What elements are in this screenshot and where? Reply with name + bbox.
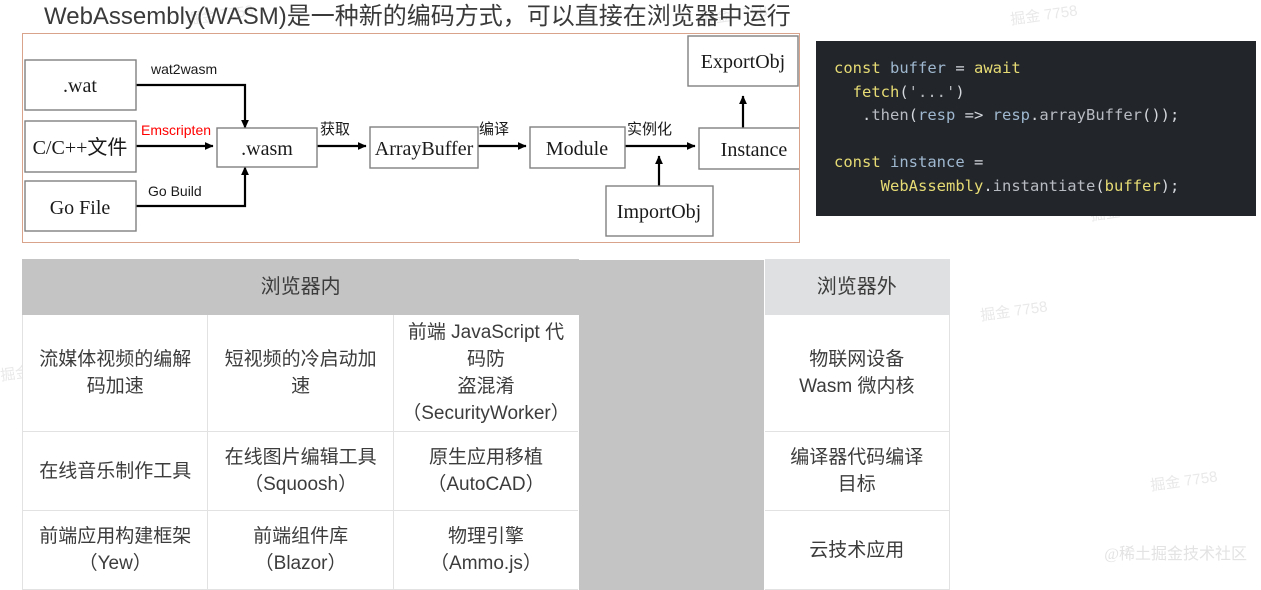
code-block-panel: const buffer = await fetch('...') .then(…	[816, 41, 1256, 216]
code-token: .	[1030, 106, 1040, 124]
table-cell: 云技术应用	[763, 510, 951, 590]
table-row: 在线音乐制作工具 在线图片编辑工具（Squoosh） 原生应用移植（AutoCA…	[21, 431, 951, 511]
edge-label-instantiate: 实例化	[627, 121, 672, 138]
node-label-exportobj: ExportObj	[701, 51, 785, 73]
node-box-importobj	[605, 185, 714, 237]
edge-label-wat2wasm: wat2wasm	[150, 61, 217, 77]
page-title: WebAssembly(WASM)是一种新的编码方式，可以直接在浏览器中运行	[44, 3, 791, 30]
edge-gobuild	[136, 166, 249, 208]
table-cell: 在线图片编辑工具（Squoosh）	[207, 431, 394, 511]
node-box-exportobj	[687, 35, 799, 87]
code-token: =	[955, 59, 974, 77]
table-row: 流媒体视频的编解码加速 短视频的冷启动加速 前端 JavaScript 代码防盗…	[21, 314, 951, 432]
edge-wat2wasm	[136, 83, 249, 129]
node-label-wasm: .wasm	[241, 138, 293, 160]
site-watermark: @稀土掘金技术社区	[1104, 546, 1247, 563]
code-token: instance	[890, 153, 974, 171]
code-token: (	[899, 82, 909, 101]
table-cell: 前端 JavaScript 代码防盗混淆（SecurityWorker）	[392, 314, 580, 432]
edge-label-emscripten: Emscripten	[141, 122, 211, 138]
code-token: const	[834, 59, 890, 77]
code-token: const	[834, 153, 890, 171]
diagram-canvas: .wat C/C++文件 Go File .wasm ArrayBuffer M…	[24, 35, 799, 237]
code-token: )	[955, 82, 965, 101]
node-label-module: Module	[546, 138, 608, 160]
table-header-out-browser: 浏览器外	[763, 259, 951, 315]
edge-label-gobuild: Go Build	[148, 183, 202, 199]
edge-label-fetch: 获取	[320, 121, 350, 138]
node-label-gofile: Go File	[50, 197, 111, 219]
node-box-wat	[24, 59, 137, 111]
code-token: );	[1160, 176, 1180, 195]
table-cell: 短视频的冷启动加速	[207, 314, 394, 432]
node-box-arraybuffer	[369, 126, 479, 169]
code-token: arrayBuffer	[1039, 106, 1142, 124]
code-block-content[interactable]: const buffer = await fetch('...') .then(…	[816, 41, 1256, 208]
table-cell: 前端组件库（Blazor）	[207, 510, 394, 590]
code-token: =	[974, 153, 984, 171]
edge-label-compile: 编译	[479, 121, 509, 138]
code-token: resp	[918, 106, 965, 124]
code-token: instantiate	[992, 176, 1096, 195]
node-box-instance	[698, 127, 799, 170]
wasm-pipeline-diagram: .wat C/C++文件 Go File .wasm ArrayBuffer M…	[22, 33, 800, 243]
code-token: await	[974, 59, 1021, 77]
code-token: ());	[1142, 106, 1180, 124]
code-token: (	[908, 106, 918, 124]
watermark-tile: 掘金 7758	[1149, 468, 1219, 495]
table-cell: 物理引擎（Ammo.js）	[392, 510, 580, 590]
table-header-row: 浏览器内 浏览器外	[21, 259, 951, 590]
node-label-importobj: ImportObj	[617, 201, 701, 223]
table-cell: 在线音乐制作工具	[21, 431, 209, 511]
node-box-module	[529, 126, 626, 169]
code-token: fetch	[834, 82, 900, 101]
table-cell: 原生应用移植（AutoCAD）	[392, 431, 580, 511]
table-cell: 编译器代码编译目标	[763, 431, 951, 511]
node-label-arraybuffer: ArrayBuffer	[375, 138, 474, 160]
code-token: '...'	[908, 82, 956, 101]
code-token: then	[871, 106, 909, 124]
node-label-wat: .wat	[63, 75, 97, 97]
node-label-cpp: C/C++文件	[33, 136, 128, 159]
watermark-tile: 掘金 7758	[1009, 2, 1079, 29]
code-token: buffer	[890, 59, 956, 77]
table-separator-column	[578, 259, 765, 590]
table-row: 前端应用构建框架（Yew） 前端组件库（Blazor） 物理引擎（Ammo.js…	[21, 510, 951, 590]
watermark-tile: 掘金 7758	[979, 298, 1049, 325]
code-token: buffer	[1104, 176, 1161, 195]
table-header-in-browser: 浏览器内	[21, 259, 580, 315]
node-label-instance: Instance	[721, 139, 788, 161]
node-box-cpp	[24, 120, 137, 173]
table-cell: 流媒体视频的编解码加速	[21, 314, 209, 432]
code-token: =>	[964, 106, 993, 124]
code-token: .	[834, 106, 872, 124]
node-box-wasm	[216, 127, 318, 168]
code-token: WebAssembly	[834, 176, 984, 195]
node-box-gofile	[24, 180, 137, 232]
use-cases-table: 浏览器内 浏览器外 流媒体视频的编解码加速 短视频的冷启动加速 前端 JavaS…	[21, 259, 951, 590]
code-token: resp	[992, 106, 1030, 124]
code-token: (	[1095, 176, 1105, 195]
code-token: .	[983, 176, 993, 195]
